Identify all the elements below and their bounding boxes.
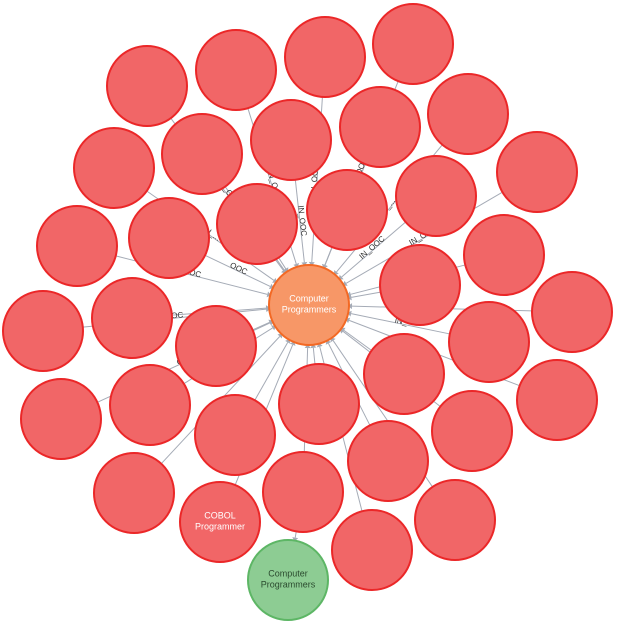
occupation-node[interactable] (379, 244, 461, 326)
edge-label: OOC (165, 310, 184, 321)
occupation-node[interactable] (36, 205, 118, 287)
computer-programmers-center-node-label-line2: Programmers (282, 304, 337, 314)
category-edge[interactable] (294, 531, 297, 538)
occupation-node[interactable] (278, 363, 360, 445)
occupation-node[interactable] (339, 86, 421, 168)
arrow-head-icon (304, 343, 311, 349)
occupation-node[interactable] (431, 390, 513, 472)
in-ooc-edge[interactable] (204, 254, 271, 287)
arrow-head-icon (308, 261, 315, 267)
in-ooc-edge[interactable] (341, 221, 406, 278)
in-ooc-edge[interactable] (351, 313, 450, 335)
occupation-node[interactable] (395, 155, 477, 237)
in-ooc-edge[interactable] (254, 342, 289, 401)
occupation-node[interactable] (106, 45, 188, 127)
cobol-programmer-node-label-line1: COBOL (204, 510, 236, 520)
occupation-node[interactable] (128, 197, 210, 279)
arrow-head-icon (301, 261, 308, 267)
arrow-head-icon (310, 343, 317, 349)
occupation-node[interactable] (531, 271, 613, 353)
in-ooc-edge[interactable] (351, 291, 381, 298)
arrow-head-icon (347, 303, 353, 310)
in-ooc-edge[interactable] (312, 347, 316, 365)
arrow-head-icon (292, 537, 299, 542)
occupation-node[interactable] (93, 452, 175, 534)
occupation-node[interactable] (216, 183, 298, 265)
computer-programmers-center-node-circle[interactable] (268, 264, 350, 346)
occupation-node[interactable] (2, 290, 84, 372)
in-ooc-edge[interactable] (278, 257, 287, 270)
in-ooc-edge[interactable] (252, 321, 270, 331)
occupation-node[interactable] (284, 16, 366, 98)
cobol-programmer-node-label-line2: Programmer (195, 521, 245, 531)
occupation-node[interactable] (496, 131, 578, 213)
occupation-node[interactable] (363, 333, 445, 415)
occupation-node[interactable] (175, 305, 257, 387)
occupation-node[interactable] (516, 359, 598, 441)
occupation-node[interactable] (414, 479, 496, 561)
occupation-node[interactable] (20, 378, 102, 460)
occupation-node[interactable] (161, 113, 243, 195)
occupation-node[interactable] (463, 214, 545, 296)
cobol-programmer-node-circle[interactable] (179, 481, 261, 563)
computer-programmers-category-node-label-line1: Computer (268, 568, 308, 578)
in-ooc-edge[interactable] (324, 246, 333, 266)
occupation-node[interactable] (306, 169, 388, 251)
occupation-node[interactable] (195, 29, 277, 111)
computer-programmers-center-node-label-line1: Computer (289, 293, 329, 303)
arrow-head-icon (347, 310, 352, 317)
occupation-node[interactable] (109, 364, 191, 446)
node-layer: COBOLProgrammerComputerProgrammersComput… (2, 3, 613, 621)
arrow-head-icon (347, 294, 352, 301)
in-ooc-edge[interactable] (343, 329, 372, 351)
in-ooc-edge[interactable] (345, 191, 503, 284)
occupation-node[interactable] (73, 127, 155, 209)
occupation-node[interactable] (347, 420, 429, 502)
edge-label: IN_OOC (296, 205, 308, 237)
occupation-node[interactable] (262, 451, 344, 533)
in-ooc-edge[interactable] (294, 179, 305, 263)
edge-label: IN_OOC (309, 164, 320, 195)
occupation-node[interactable] (91, 277, 173, 359)
occupation-node[interactable] (372, 3, 454, 85)
arrow-head-icon (265, 305, 271, 312)
computer-programmers-category-node-label-line2: Programmers (261, 579, 316, 589)
occupation-node[interactable] (194, 394, 276, 476)
computer-programmers-category-node-circle[interactable] (247, 539, 329, 621)
occupation-node[interactable] (448, 301, 530, 383)
occupation-node[interactable] (427, 73, 509, 155)
occupation-node[interactable] (250, 99, 332, 181)
occupation-node[interactable] (331, 509, 413, 591)
